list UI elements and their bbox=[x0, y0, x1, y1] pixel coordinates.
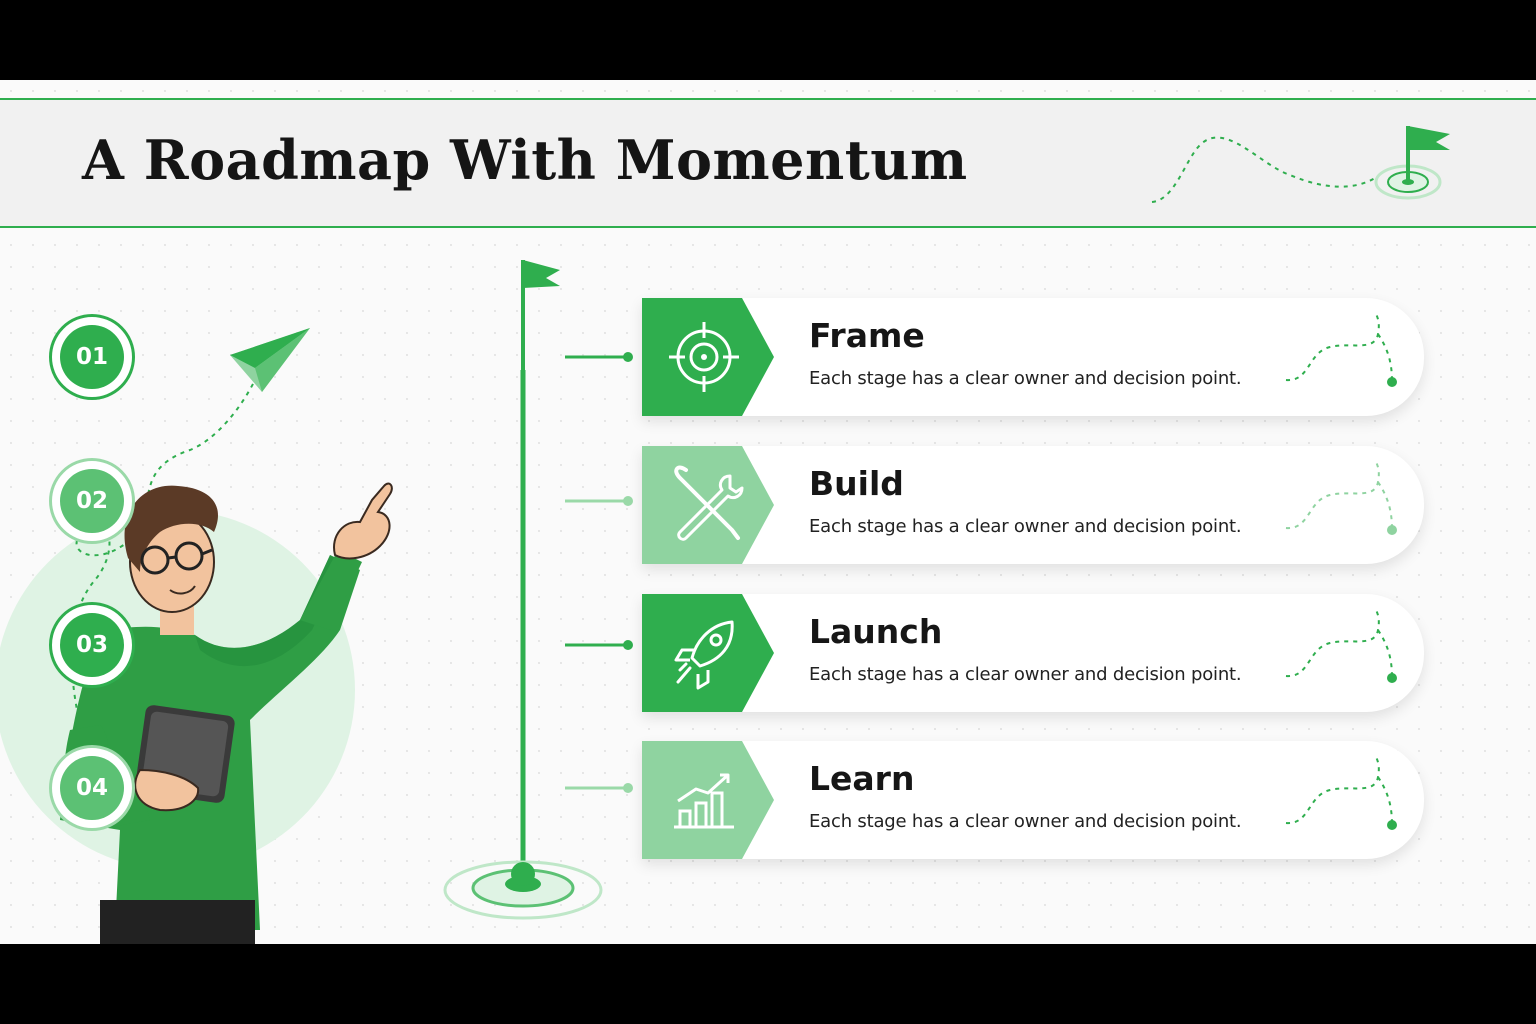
stage-title: Launch bbox=[809, 612, 943, 651]
stage-description: Each stage has a clear owner and decisio… bbox=[809, 516, 1242, 537]
stage-number: 04 bbox=[60, 756, 124, 820]
bar-chart-icon bbox=[642, 741, 774, 859]
stage-description: Each stage has a clear owner and decisio… bbox=[809, 368, 1242, 389]
stage-icon-tile bbox=[642, 298, 774, 416]
stage-number: 01 bbox=[60, 325, 124, 389]
stage-title: Build bbox=[809, 464, 904, 503]
stage-card-frame: Frame Each stage has a clear owner and d… bbox=[642, 298, 1424, 416]
target-icon bbox=[642, 298, 774, 416]
stage-number: 02 bbox=[60, 469, 124, 533]
stage-description: Each stage has a clear owner and decisio… bbox=[809, 664, 1242, 685]
presenter-illustration bbox=[0, 328, 393, 944]
dotted-path-icon bbox=[1285, 313, 1397, 387]
timeline-track bbox=[443, 260, 633, 920]
stage-node-2: 02 bbox=[49, 458, 135, 544]
stage-title: Learn bbox=[809, 759, 915, 798]
flag-route-icon bbox=[1151, 126, 1450, 203]
stage-description: Each stage has a clear owner and decisio… bbox=[809, 811, 1242, 832]
stage-number: 03 bbox=[60, 613, 124, 677]
slide: A Roadmap With Momentum bbox=[0, 80, 1536, 944]
header-band: A Roadmap With Momentum bbox=[0, 98, 1536, 228]
stage-node-3: 03 bbox=[49, 602, 135, 688]
stage-card-learn: Learn Each stage has a clear owner and d… bbox=[642, 741, 1424, 859]
stage-icon-tile bbox=[642, 741, 774, 859]
dotted-path-icon bbox=[1285, 461, 1397, 535]
stage-title: Frame bbox=[809, 316, 925, 355]
stage-card-launch: Launch Each stage has a clear owner and … bbox=[642, 594, 1424, 712]
stage-icon-tile bbox=[642, 446, 774, 564]
stage-node-4: 04 bbox=[49, 745, 135, 831]
rocket-icon bbox=[642, 594, 774, 712]
dotted-path-icon bbox=[1285, 609, 1397, 683]
stage-node-1: 01 bbox=[49, 314, 135, 400]
dotted-path-icon bbox=[1285, 756, 1397, 830]
stage-icon-tile bbox=[642, 594, 774, 712]
stage-card-build: Build Each stage has a clear owner and d… bbox=[642, 446, 1424, 564]
top-flag-icon bbox=[523, 260, 560, 288]
page-title: A Roadmap With Momentum bbox=[82, 128, 968, 192]
tools-icon bbox=[642, 446, 774, 564]
